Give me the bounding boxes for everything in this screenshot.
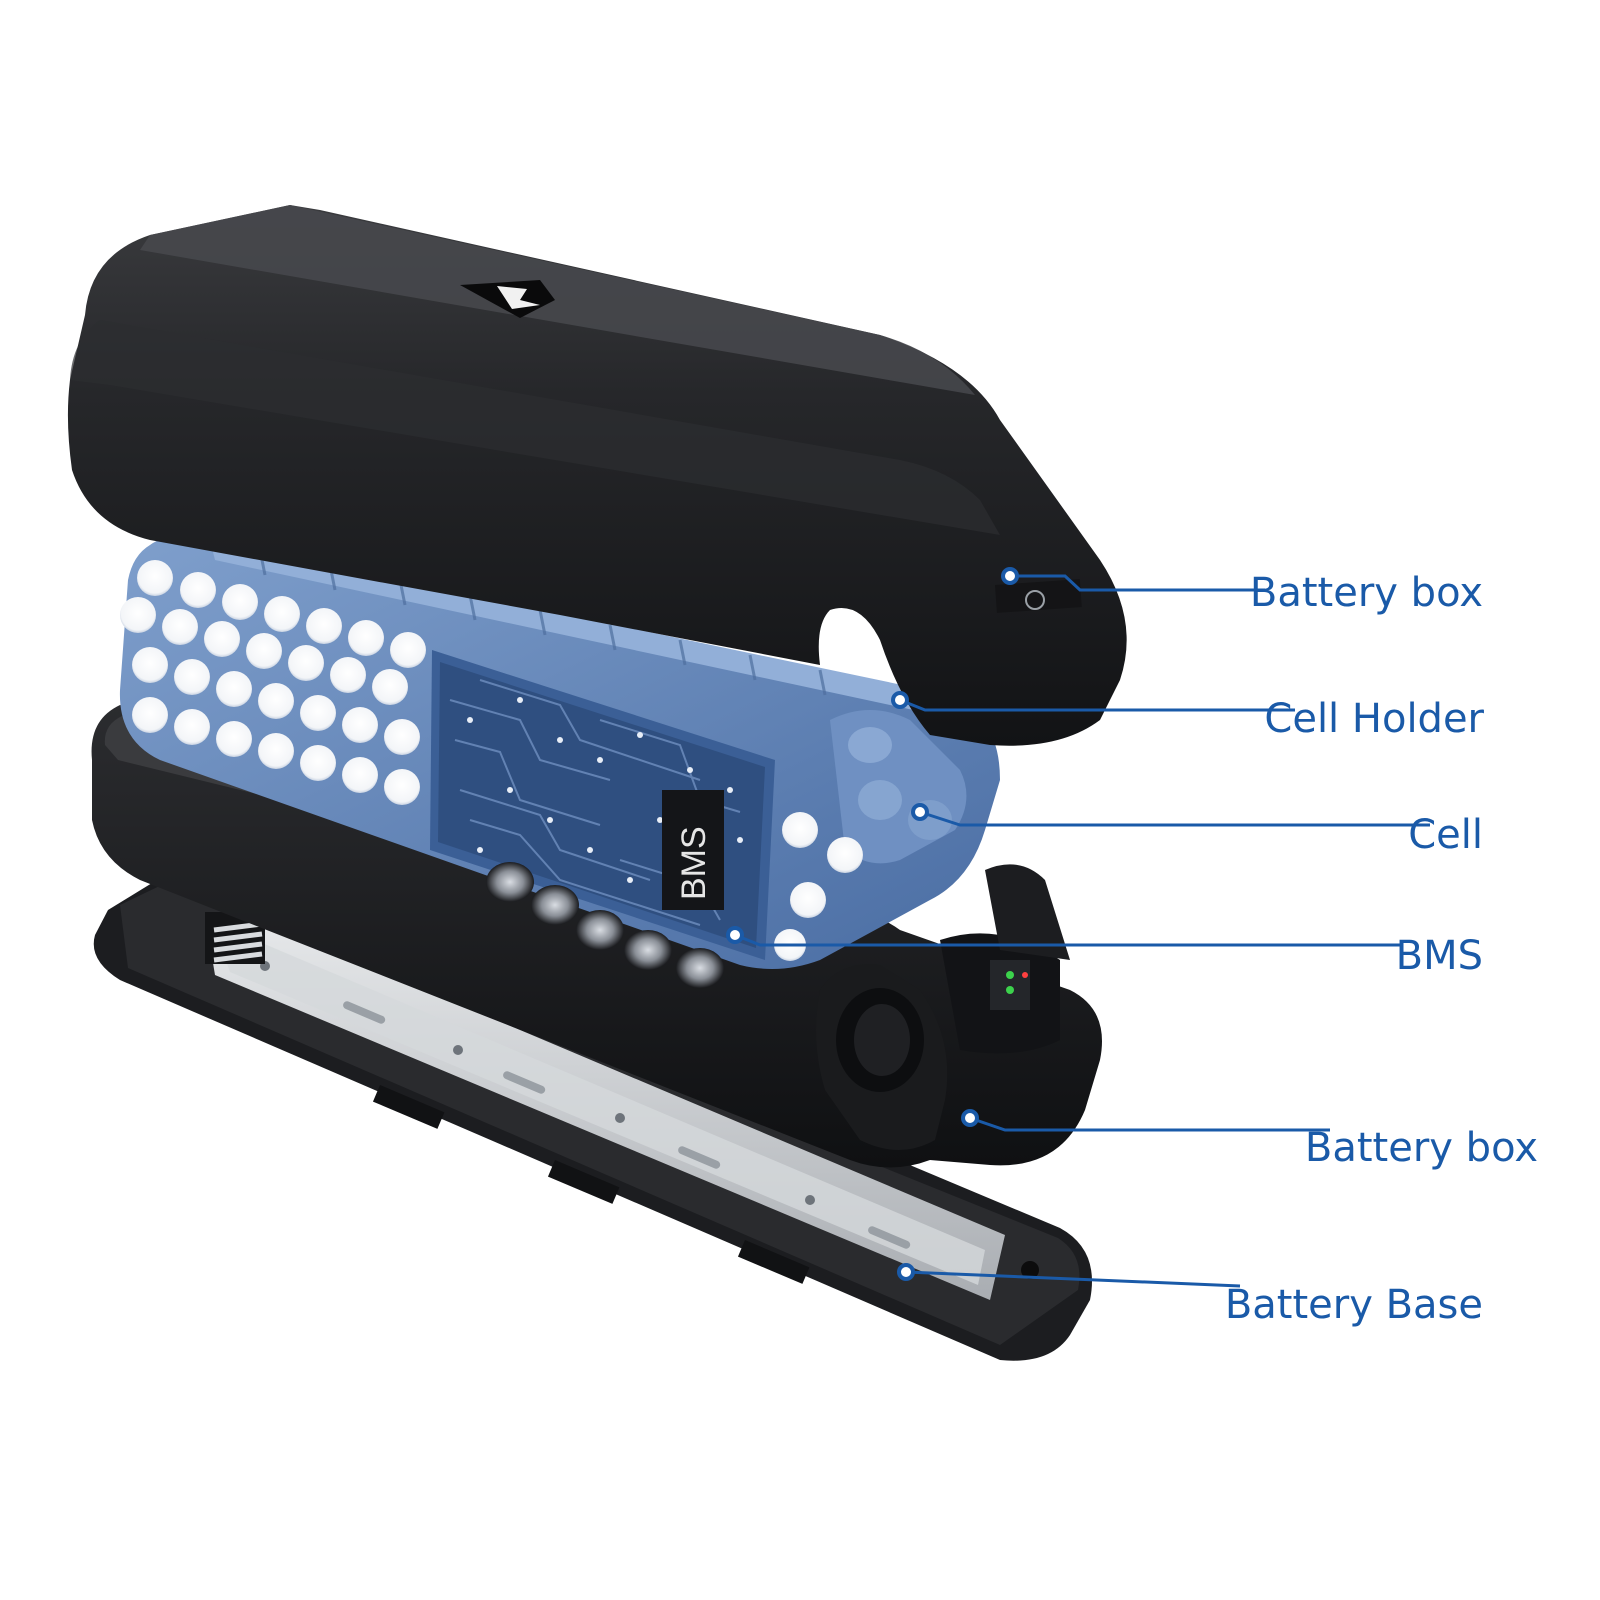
cell-grid <box>120 560 426 805</box>
bms-chip-text: BMS <box>675 826 713 900</box>
bms-board: BMS <box>430 650 775 988</box>
bms-chip: BMS <box>662 790 724 910</box>
label-battery-base: Battery Base <box>1224 1282 1483 1328</box>
battery-base <box>93 872 1092 1361</box>
lock-keyhole <box>995 579 1082 613</box>
cell <box>774 710 967 961</box>
label-battery-box-bottom: Battery box <box>1304 1125 1538 1171</box>
label-battery-box-top: Battery box <box>1249 570 1483 616</box>
label-bms: BMS <box>1395 933 1483 979</box>
label-cell: Cell <box>1408 812 1483 858</box>
battery-box-top <box>67 205 1127 746</box>
label-cell-holder: Cell Holder <box>1264 696 1484 742</box>
brand-logo <box>460 280 555 318</box>
callout-anchors <box>726 567 1019 1281</box>
